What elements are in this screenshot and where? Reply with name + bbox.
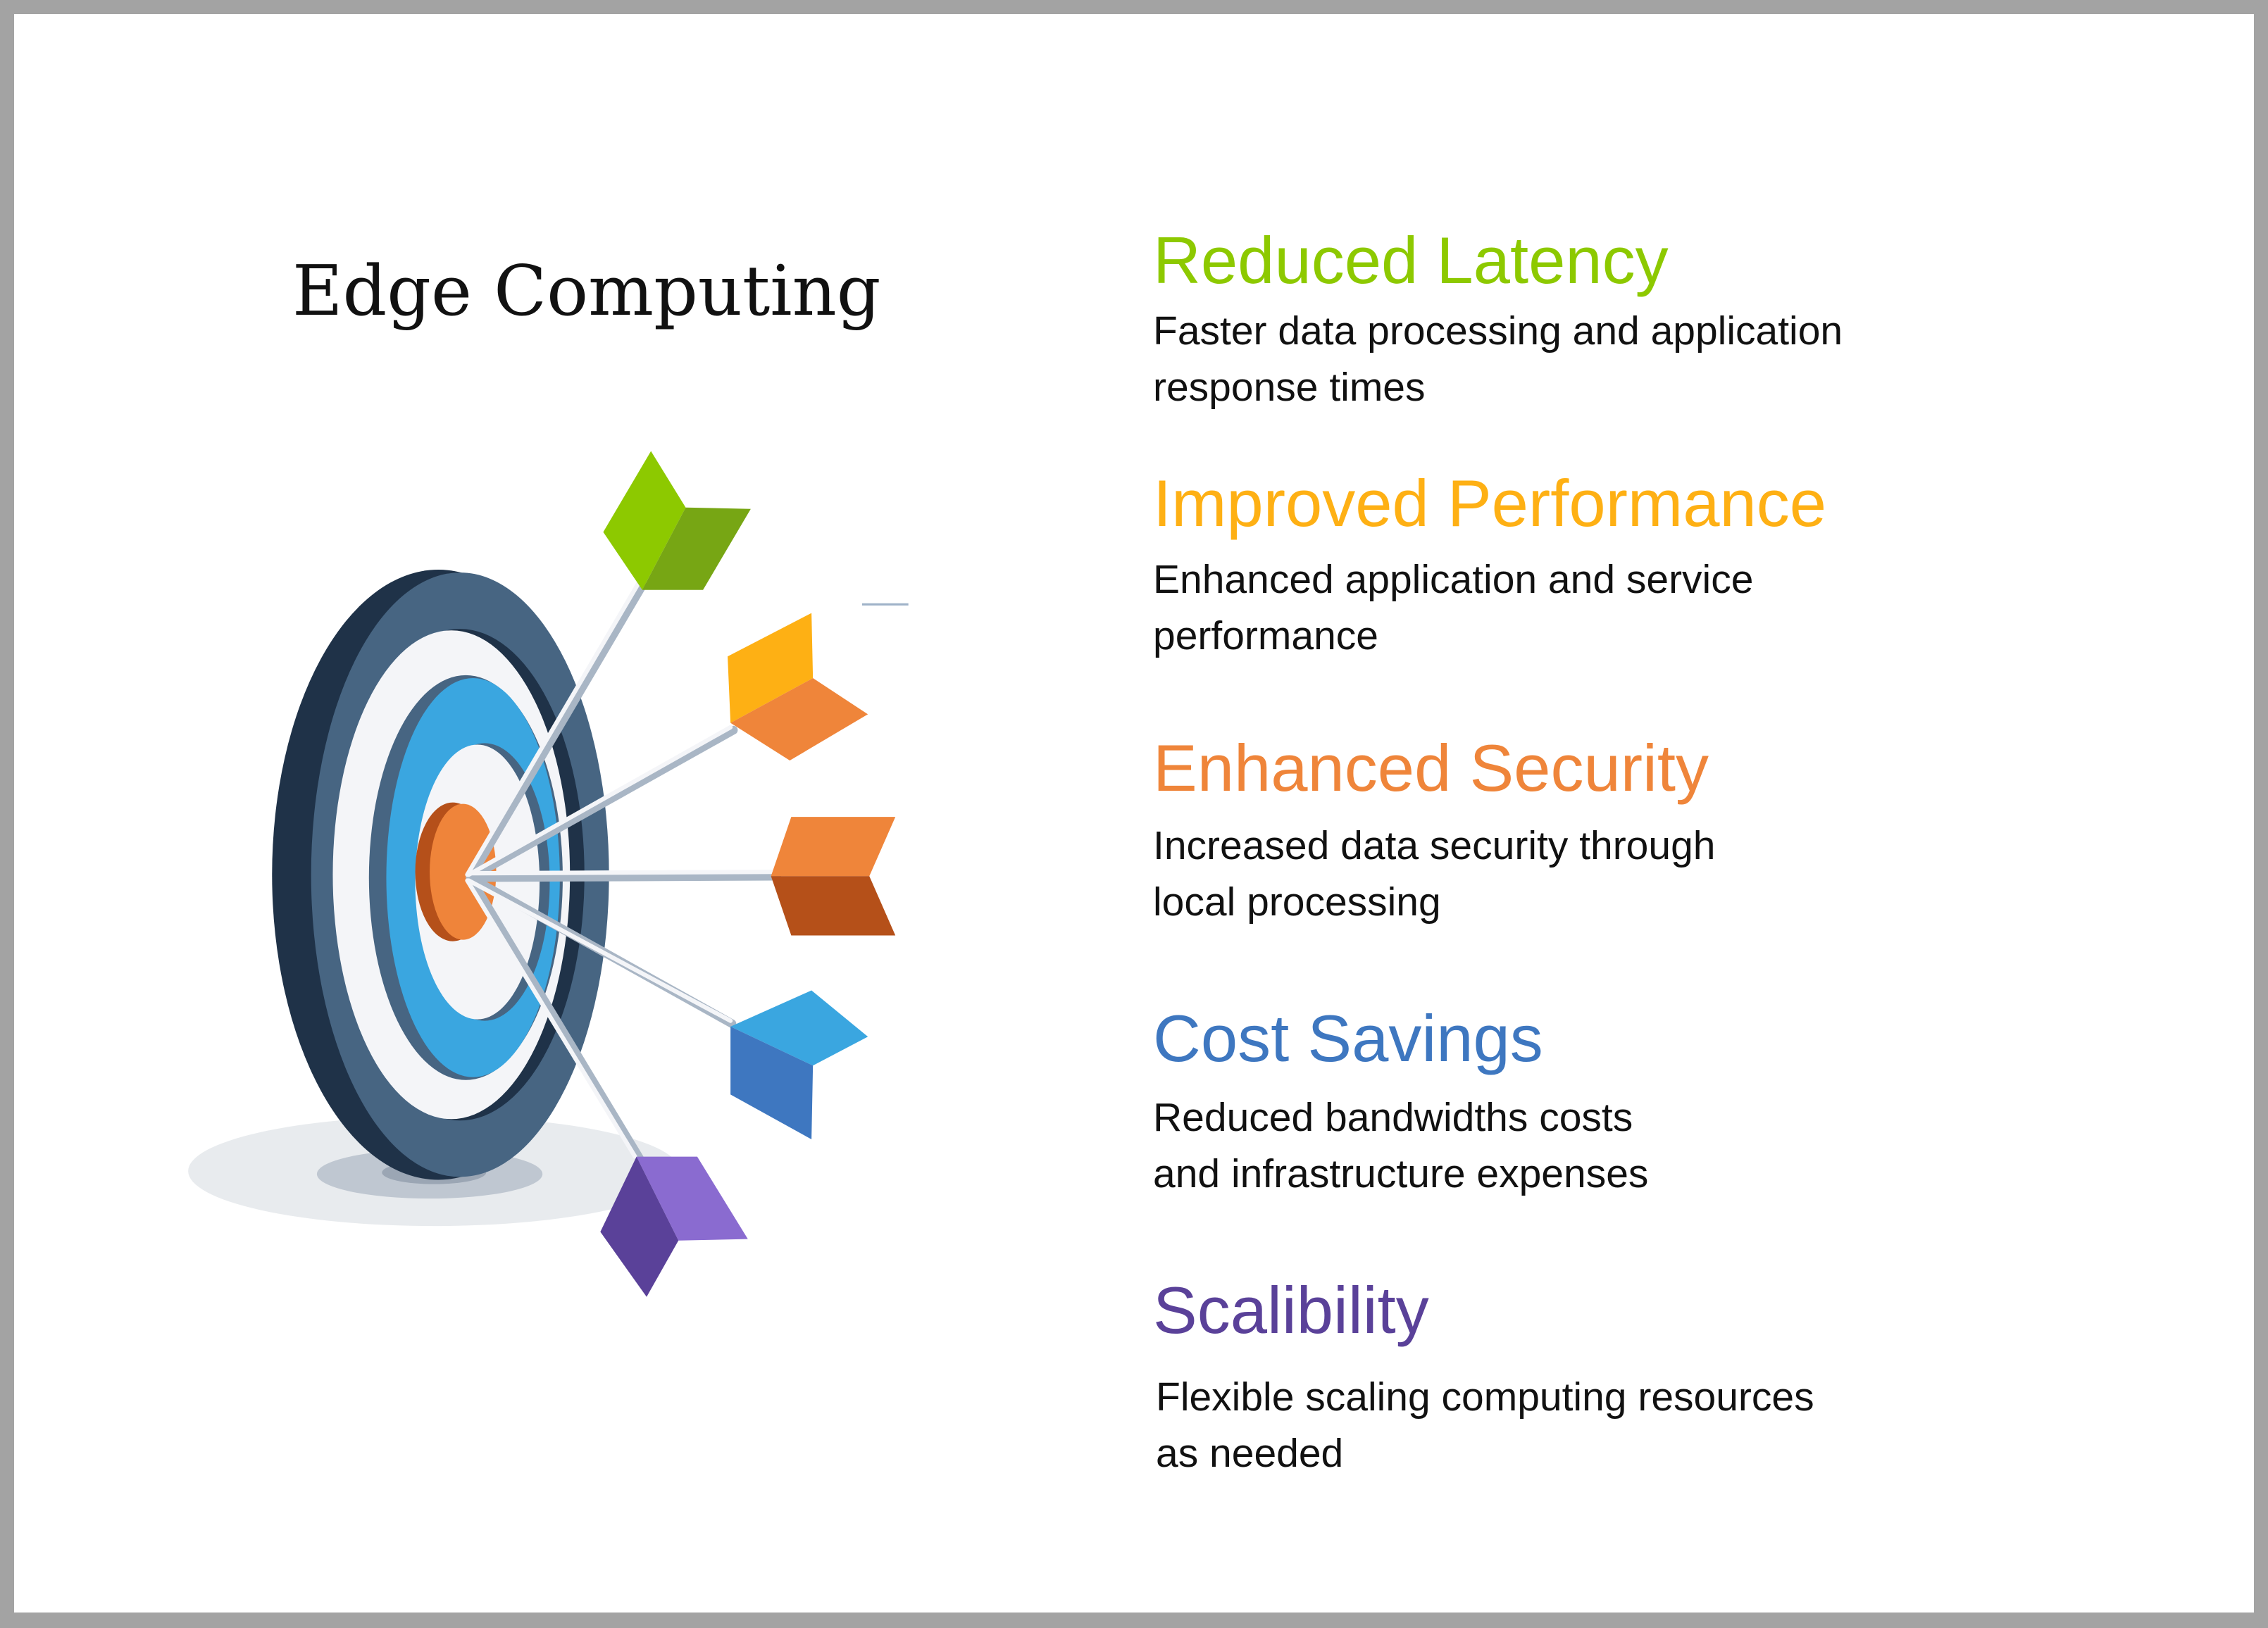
- description-line: and infrastructure expenses: [1153, 1151, 1649, 1196]
- description-line: local processing: [1153, 879, 1441, 925]
- description-line: Increased data security through: [1153, 823, 1716, 868]
- benefit-heading-enhanced-security: Enhanced Security: [1153, 731, 1709, 805]
- arrow-orange-fletching-icon: [771, 817, 896, 936]
- benefit-description-cost-savings: Reduced bandwidths costs and infrastructu…: [1153, 1089, 1928, 1202]
- description-line: as needed: [1156, 1431, 1344, 1476]
- benefit-description-reduced-latency: Faster data processing and application re…: [1153, 303, 1928, 415]
- target-board-icon: [272, 569, 609, 1180]
- description-line: Reduced bandwidths costs: [1153, 1095, 1633, 1140]
- benefit-heading-improved-performance: Improved Performance: [1153, 466, 1827, 540]
- benefit-heading-cost-savings: Cost Savings: [1153, 1001, 1543, 1075]
- benefit-description-improved-performance: Enhanced application and service performa…: [1153, 551, 1928, 664]
- benefit-description-scalibility: Flexible scaling computing resources as n…: [1156, 1369, 1931, 1482]
- benefit-heading-reduced-latency: Reduced Latency: [1153, 223, 1669, 297]
- arrow-yellow-fletching-icon: [728, 613, 868, 761]
- benefit-heading-scalibility: Scalibility: [1153, 1273, 1429, 1347]
- description-line: response times: [1153, 365, 1426, 410]
- description-line: Faster data processing and application: [1153, 308, 1843, 353]
- description-line: Flexible scaling computing resources: [1156, 1375, 1814, 1420]
- description-line: Enhanced application and service: [1153, 557, 1754, 602]
- description-line: performance: [1153, 613, 1378, 658]
- slide-canvas: Edge Computing: [14, 14, 2254, 1613]
- arrow-blue-fletching-icon: [730, 990, 868, 1139]
- slide-title: Edge Computing: [292, 251, 881, 332]
- arrow-green-fletching-icon: [603, 451, 751, 590]
- arrow-purple-fletching-icon: [600, 1156, 748, 1297]
- arrow-shafts: [465, 581, 781, 1163]
- benefit-description-enhanced-security: Increased data security through local pro…: [1153, 818, 1928, 930]
